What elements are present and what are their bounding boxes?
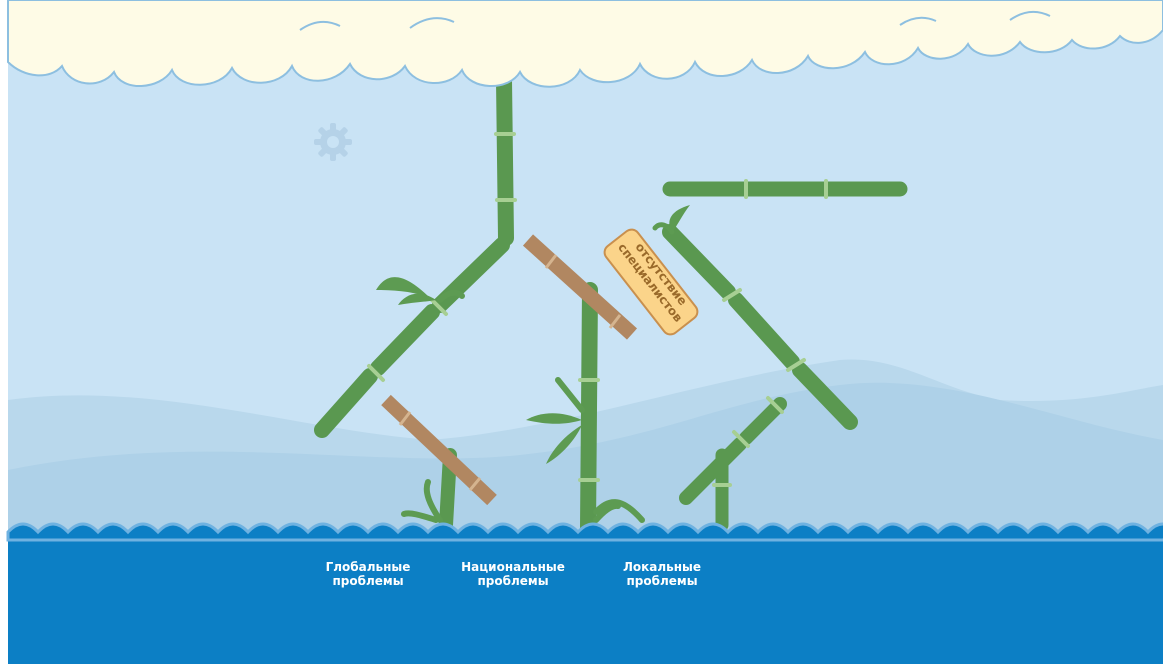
category-label-line1: Национальные [453, 560, 573, 574]
category-label-line2: проблемы [602, 574, 722, 588]
water [8, 530, 1163, 664]
category-label-line2: проблемы [308, 574, 428, 588]
settings-button[interactable] [312, 121, 354, 163]
wave-crests [8, 524, 1163, 540]
category-national-problems[interactable]: Национальные проблемы [453, 560, 573, 588]
category-label-line1: Локальные [602, 560, 722, 574]
category-global-problems[interactable]: Глобальные проблемы [308, 560, 428, 588]
category-label-line2: проблемы [453, 574, 573, 588]
category-label-line1: Глобальные [308, 560, 428, 574]
gear-icon [312, 121, 354, 163]
category-local-problems[interactable]: Локальные проблемы [602, 560, 722, 588]
